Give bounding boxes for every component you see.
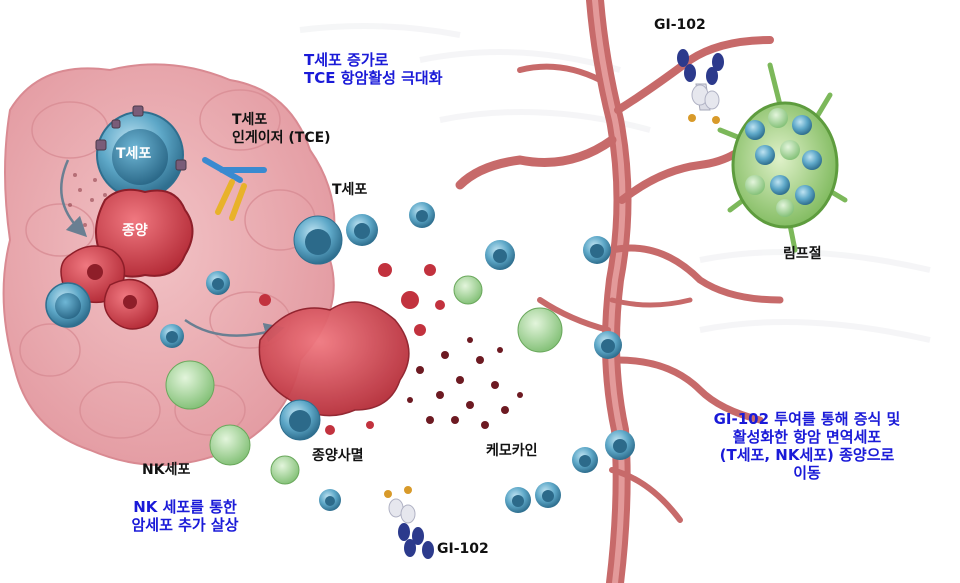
t-cell-bottom: [279, 399, 321, 441]
gi102-effect-annotation: GI-102 투여를 통해 증식 및 활성화한 항암 면역세포 (T세포, NK…: [672, 410, 942, 482]
gi102-antibody-top-icon: [677, 49, 724, 124]
t-cells-circulating: [319, 202, 561, 513]
t-cell-label: T세포: [332, 182, 368, 198]
nk-effect-line2: 암세포 추가 살상: [131, 516, 239, 534]
nk-effect-line1: NK 세포를 통한: [133, 498, 237, 516]
tce-effect-line2: TCE 항암활성 극대화: [304, 69, 443, 87]
nk-effect-annotation: NK 세포를 통한 암세포 추가 살상: [80, 498, 290, 534]
gi102-top-label: GI-102: [654, 17, 706, 33]
tumor-inner-label: 종양: [122, 223, 148, 239]
gi102-effect-line4: 이동: [793, 464, 821, 482]
tumor-death-label: 종양사멸: [312, 448, 364, 464]
gi102-effect-line3: (T세포, NK세포) 종양으로: [719, 446, 895, 464]
blood-vessel: [455, 0, 784, 583]
nk-cells: [165, 275, 563, 485]
tce-label-line2: 인게이저 (TCE): [232, 130, 331, 146]
gi102-antibody-bottom-icon: [384, 486, 434, 559]
tumor-debris: [258, 263, 523, 435]
nk-cell-label: NK세포: [142, 462, 191, 478]
t-cell-main: [95, 105, 187, 199]
tce-effect-annotation: T세포 증가로 TCE 항암활성 극대화: [304, 51, 443, 87]
t-cell-engaged: [45, 282, 91, 328]
lymph-node: [717, 62, 848, 253]
t-cells-extravasating: [572, 236, 635, 473]
gi102-effect-line1: GI-102 투여를 통해 증식 및: [713, 410, 901, 428]
tce-antibody-icon: [202, 157, 267, 221]
tce-effect-line1: T세포 증가로: [304, 51, 389, 69]
tumor-cells: [60, 188, 194, 330]
gi102-bottom-label: GI-102: [437, 541, 489, 557]
t-cell-inner-label: T세포: [116, 146, 152, 162]
tce-label-line1: T세포: [232, 112, 268, 128]
gi102-effect-line2: 활성화한 항암 면역세포: [732, 428, 882, 446]
chemokine-label: 케모카인: [486, 443, 538, 459]
lymph-node-label: 림프절: [783, 246, 822, 262]
t-cells-in-tissue: [160, 215, 343, 348]
flow-arrows: [60, 159, 285, 343]
